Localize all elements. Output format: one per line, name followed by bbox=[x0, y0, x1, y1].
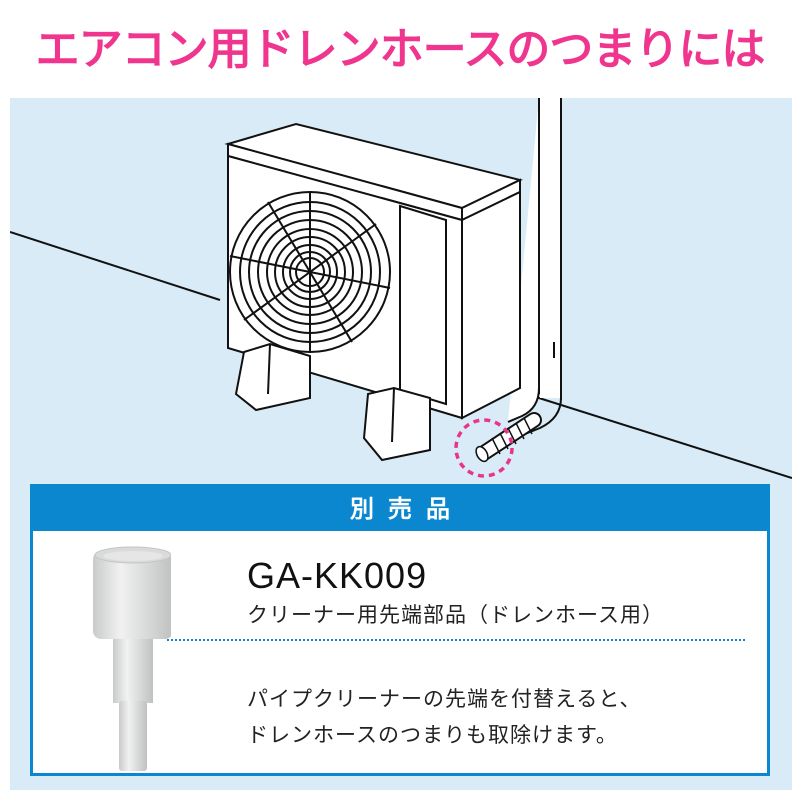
product-description: パイプクリーナーの先端を付替えると、 ドレンホースのつまりも取除けます。 bbox=[247, 681, 642, 753]
highlight-circle bbox=[454, 418, 514, 478]
description-line: パイプクリーナーの先端を付替えると、 bbox=[247, 687, 642, 711]
divider bbox=[167, 639, 745, 641]
panel-header: 別売品 bbox=[33, 487, 767, 531]
optional-product-panel: 別売品 GA-KK009 クリーナー用先端部品（ドレンホース用） パイプクリーナ… bbox=[30, 484, 770, 776]
product-image bbox=[93, 546, 171, 771]
description-line: ドレンホースのつまりも取除けます。 bbox=[247, 723, 618, 747]
product-name: クリーナー用先端部品（ドレンホース用） bbox=[247, 603, 664, 627]
headline: エアコン用ドレンホースのつまりには bbox=[35, 24, 766, 75]
aircon-illustration bbox=[10, 98, 792, 479]
product-model: GA-KK009 bbox=[247, 555, 428, 596]
drain-hose bbox=[475, 412, 542, 463]
